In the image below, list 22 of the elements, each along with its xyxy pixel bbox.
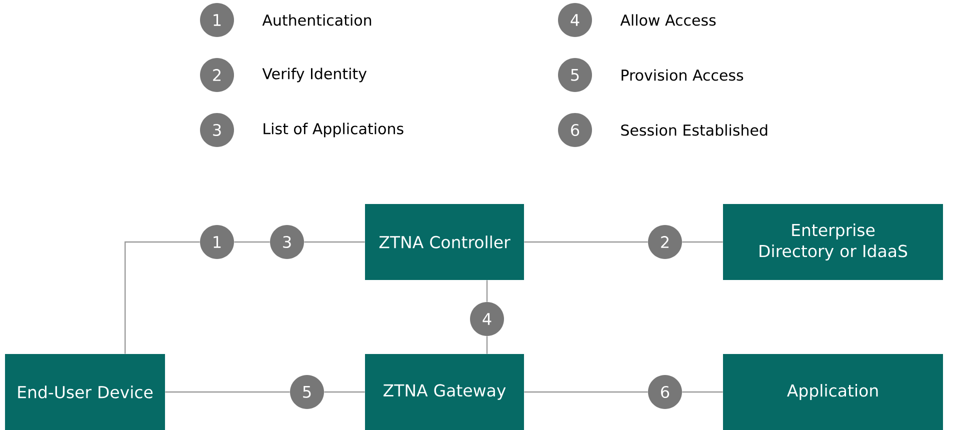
- connector-line: [486, 336, 488, 354]
- connector-line: [304, 241, 365, 243]
- legend-text: Provision Access: [622, 69, 744, 81]
- component-box: End-User Device: [5, 354, 165, 430]
- component-box: Enterprise Directory or IdaaS: [723, 204, 943, 280]
- connector-line: [324, 391, 365, 393]
- legend-text: Authentication: [262, 14, 372, 26]
- connector-line: [524, 391, 648, 393]
- connector-line: [234, 241, 270, 243]
- connector-line: [682, 241, 723, 243]
- legend-text: Verify Identity: [262, 68, 367, 82]
- connector-line: [165, 391, 290, 393]
- component-box: ZTNA Controller: [365, 204, 524, 280]
- component-box: Application: [723, 354, 943, 430]
- connector-line: [124, 241, 200, 354]
- legend-text: Session Established: [621, 124, 768, 136]
- legend-text: Allow Access: [620, 14, 716, 26]
- component-box: ZTNA Gateway: [365, 354, 524, 430]
- connector-line: [486, 280, 488, 302]
- connector-line: [682, 391, 723, 393]
- legend-text: List of Applications: [264, 122, 404, 138]
- connector-line: [524, 241, 648, 243]
